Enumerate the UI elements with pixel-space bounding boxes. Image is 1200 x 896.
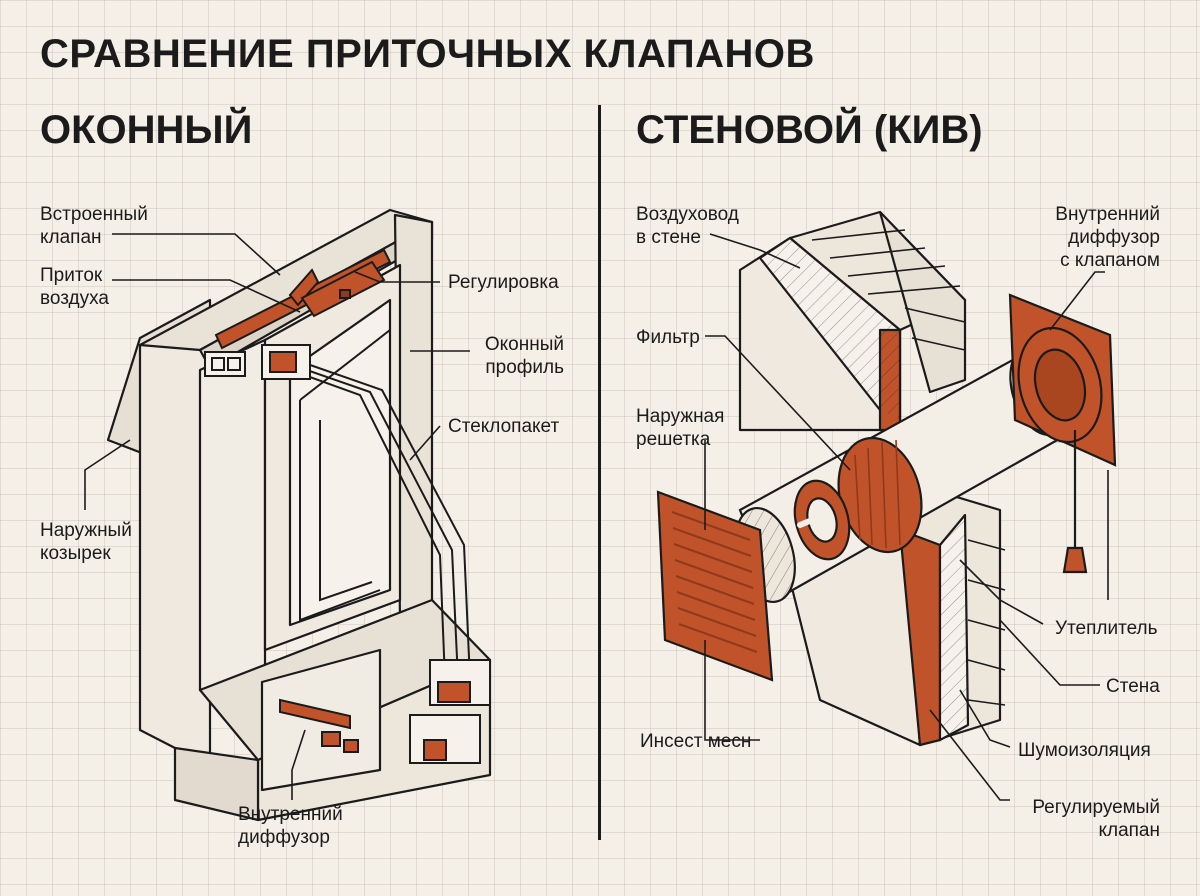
page-title: СРАВНЕНИЕ ПРИТОЧНЫХ КЛАПАНОВ <box>40 32 815 76</box>
profile-seal-top <box>269 351 297 373</box>
section-divider <box>598 105 601 840</box>
label-inner-diffuser-valve: Внутренний диффузор с клапаном <box>1055 204 1160 271</box>
inner-diffuser-slot <box>279 698 351 730</box>
glazing-pane-2 <box>277 359 459 681</box>
label-outer-visor: Наружный козырек <box>40 520 132 564</box>
glazing-pane-3 <box>289 357 471 681</box>
label-inner-diffuser: Внутренний диффузор <box>238 804 343 848</box>
label-glazing-unit: Стеклопакет <box>448 416 560 437</box>
label-outer-grille: Наружная решетка <box>636 406 725 450</box>
label-filter: Фильтр <box>636 327 700 348</box>
profile-seal-bottom <box>437 681 471 703</box>
wall-valve-heading: СТЕНОВОЙ (КИВ) <box>636 108 983 152</box>
label-insulation: Утеплитель <box>1055 618 1158 639</box>
label-air-inflow: Приток воздуха <box>40 265 109 309</box>
label-adjustable-valve: Регулируемый клапан <box>1032 797 1160 841</box>
glazing-pane-1 <box>267 361 446 681</box>
pull-cord-handle <box>1062 546 1088 574</box>
label-insect-mesh: Инсест месн <box>640 731 752 752</box>
label-builtin-valve: Встроенный клапан <box>40 204 148 248</box>
label-soundproofing: Шумоизоляция <box>1018 740 1151 761</box>
label-window-profile: Оконный профиль <box>484 334 564 378</box>
window-valve-heading: ОКОННЫЙ <box>40 108 253 152</box>
window-valve-illustration <box>84 208 492 822</box>
label-wall: Стена <box>1106 676 1160 697</box>
label-wall-duct: Воздуховод в стене <box>636 204 739 248</box>
label-adjustment: Регулировка <box>448 272 559 293</box>
outer-grille <box>656 490 774 682</box>
